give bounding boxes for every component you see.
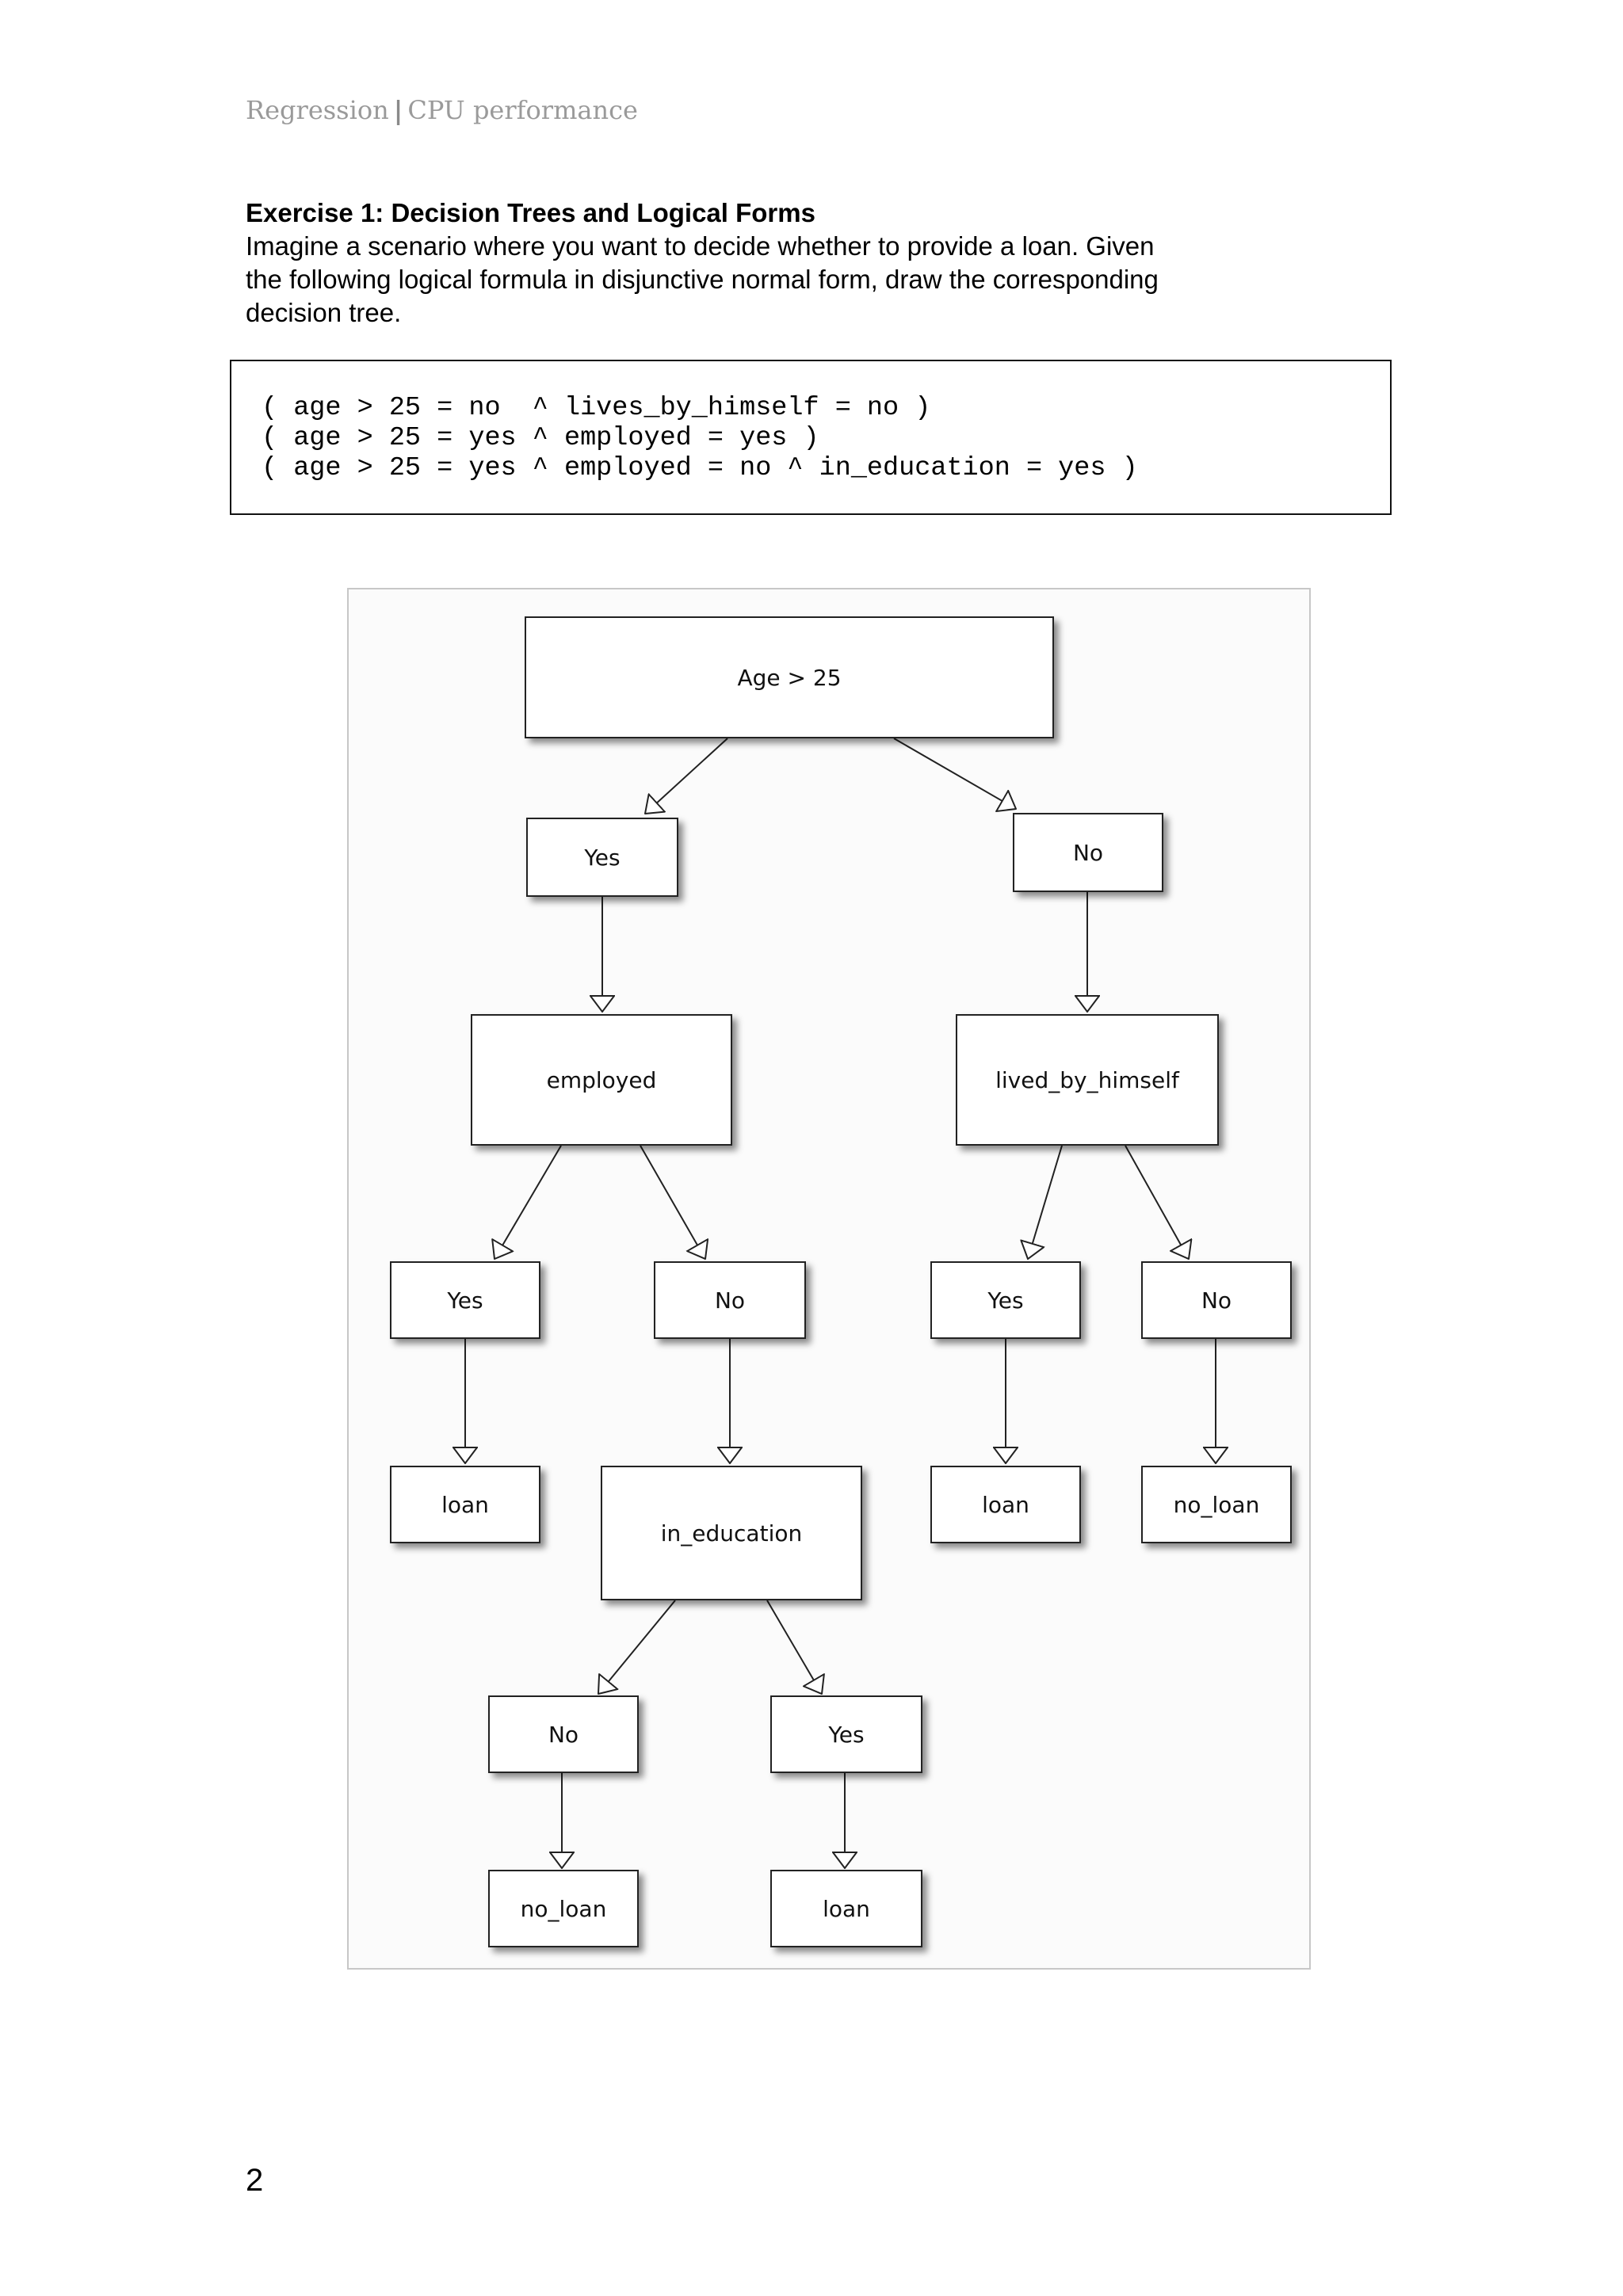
header-section: Regression [246, 95, 389, 125]
header-separator: | [393, 95, 403, 125]
formula-line: ( age > 25 = yes ^ employed = yes ) [262, 423, 819, 453]
node-noloan-in-education-no: no_loan [488, 1870, 639, 1947]
exercise-title: Exercise 1: Decision Trees and Logical F… [246, 198, 815, 227]
node-in-education-yes: Yes [770, 1695, 922, 1773]
tree-edges [349, 738, 1312, 1971]
edge-employed-no [640, 1145, 705, 1259]
node-employed: employed [471, 1014, 732, 1146]
edge-lived-yes [1028, 1145, 1063, 1259]
node-loan-in-education-yes: loan [770, 1870, 922, 1947]
node-employed-no: No [654, 1261, 806, 1339]
edge-ineducation-no [598, 1600, 676, 1694]
decision-tree-figure: Age > 25 Yes No employed lived_by_himsel… [347, 588, 1311, 1970]
node-loan-lived-yes: loan [930, 1466, 1081, 1543]
node-in-education-no: No [488, 1695, 639, 1773]
page-number: 2 [246, 2163, 264, 2198]
formula-box: ( age > 25 = no ^ lives_by_himself = no … [230, 360, 1392, 515]
edge-ineducation-yes [766, 1600, 822, 1694]
node-root-no: No [1013, 813, 1163, 892]
formula-line: ( age > 25 = yes ^ employed = no ^ in_ed… [262, 453, 1138, 483]
edge-lived-no [1125, 1145, 1189, 1259]
node-employed-yes: Yes [390, 1261, 540, 1339]
edge-root-yes [645, 738, 728, 814]
exercise-description: Imagine a scenario where you want to dec… [246, 230, 1276, 330]
header-topic: CPU performance [407, 95, 638, 125]
node-lived-yes: Yes [930, 1261, 1081, 1339]
running-header: Regression|CPU performance [246, 95, 638, 125]
node-lived-no: No [1141, 1261, 1292, 1339]
exercise-line: decision tree. [246, 298, 402, 327]
exercise-line: the following logical formula in disjunc… [246, 265, 1159, 294]
node-root-yes: Yes [526, 818, 678, 897]
edge-root-no [893, 738, 1016, 809]
edge-employed-yes [495, 1145, 562, 1259]
formula-line: ( age > 25 = no ^ lives_by_himself = no … [262, 393, 931, 423]
exercise-line: Imagine a scenario where you want to dec… [246, 231, 1155, 261]
node-lived-by-himself: lived_by_himself [956, 1014, 1219, 1146]
node-age-root: Age > 25 [525, 616, 1054, 738]
node-loan-employed-yes: loan [390, 1466, 540, 1543]
node-noloan-lived-no: no_loan [1141, 1466, 1292, 1543]
node-in-education: in_education [601, 1466, 862, 1600]
